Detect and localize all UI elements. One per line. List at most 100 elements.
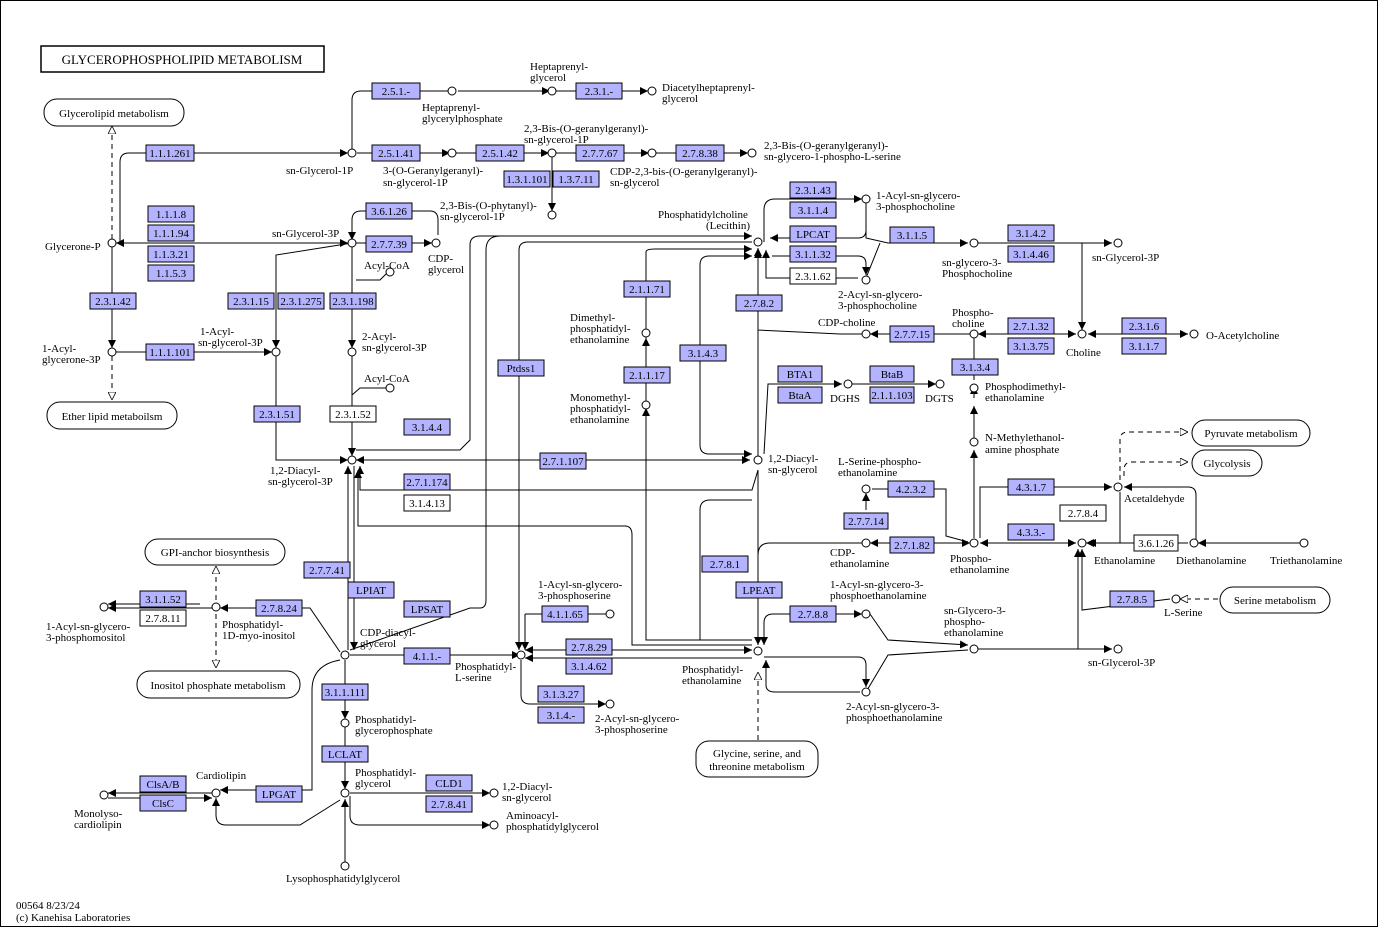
enzyme-box-1-1-1-101[interactable]: 1.1.1.101 (145, 343, 195, 361)
enzyme-box-3-1-1-7[interactable]: 3.1.1.7 (1121, 337, 1167, 355)
enzyme-box-4-1-1-65[interactable]: 4.1.1.65 (541, 605, 589, 623)
enzyme-box-lpgat[interactable]: LPGAT (255, 785, 303, 803)
enzyme-box-2-7-1-174[interactable]: 2.7.1.174 (403, 473, 451, 491)
svg-text:phospho-: phospho- (944, 616, 985, 628)
enzyme-box-2-7-7-15[interactable]: 2.7.7.15 (889, 325, 935, 343)
enzyme-box-1-1-5-3[interactable]: 1.1.5.3 (147, 264, 195, 282)
enzyme-box-3-1-4-3[interactable]: 3.1.4.3 (679, 344, 727, 362)
enzyme-box-3-1-1-4[interactable]: 3.1.1.4 (789, 201, 837, 219)
map-ether-lipid-metabolism[interactable]: Ether lipid metaboilsm (46, 401, 178, 430)
enzyme-box-ptdss1[interactable]: Ptdss1 (497, 359, 545, 377)
enzyme-box-btab[interactable]: BtaB (869, 365, 915, 383)
enzyme-box-2-3-1-275[interactable]: 2.3.1.275 (277, 292, 325, 310)
enzyme-box-btaa[interactable]: BtaA (777, 386, 823, 404)
map-glycerolipid-metabolism[interactable]: Glycerolipid metabolism (43, 98, 185, 127)
enzyme-box-2-7-8-38[interactable]: 2.7.8.38 (675, 144, 725, 162)
enzyme-box-4-2-3-2[interactable]: 4.2.3.2 (887, 480, 935, 498)
enzyme-box-lpiat[interactable]: LPIAT (347, 581, 395, 599)
enzyme-box-2-7-8-4[interactable]: 2.7.8.4 (1059, 504, 1107, 522)
enzyme-box-lclat[interactable]: LCLAT (321, 745, 369, 763)
enzyme-box-2-7-1-82[interactable]: 2.7.1.82 (889, 536, 935, 554)
enzyme-box-3-1-1-111[interactable]: 3.1.1.111 (321, 683, 369, 701)
enzyme-box-lpeat[interactable]: LPEAT (735, 581, 783, 599)
enzyme-box-2-1-1-17[interactable]: 2.1.1.17 (623, 366, 671, 384)
enzyme-box-clsa-b[interactable]: ClsA/B (139, 775, 187, 793)
enzyme-box-3-1-1-52[interactable]: 3.1.1.52 (139, 590, 187, 608)
enzyme-box-2-5-1-41[interactable]: 2.5.1.41 (371, 144, 421, 162)
enzyme-box-3-1-1-32[interactable]: 3.1.1.32 (789, 245, 837, 263)
enzyme-box-2-7-1-107[interactable]: 2.7.1.107 (539, 452, 587, 470)
enzyme-box-3-1-4-[interactable]: 3.1.4.- (537, 706, 585, 724)
enzyme-box-3-1-3-27[interactable]: 3.1.3.27 (537, 685, 585, 703)
enzyme-box-2-7-7-41[interactable]: 2.7.7.41 (303, 561, 351, 579)
enzyme-box-2-7-8-1[interactable]: 2.7.8.1 (701, 555, 749, 573)
enzyme-box-2-5-1-[interactable]: 2.5.1.- (371, 82, 421, 100)
enzyme-box-1-1-1-261[interactable]: 1.1.1.261 (145, 144, 195, 162)
svg-text:ethanolamine: ethanolamine (985, 392, 1044, 404)
enzyme-box-3-1-4-4[interactable]: 3.1.4.4 (403, 418, 451, 436)
enzyme-box-cld1[interactable]: CLD1 (425, 774, 473, 792)
enzyme-box-lpcat[interactable]: LPCAT (789, 225, 837, 243)
enzyme-box-2-7-8-2[interactable]: 2.7.8.2 (735, 294, 783, 312)
enzyme-box-2-1-1-71[interactable]: 2.1.1.71 (623, 280, 671, 298)
enzyme-box-4-3-3-[interactable]: 4.3.3.- (1007, 523, 1055, 541)
enzyme-box-1-1-3-21[interactable]: 1.1.3.21 (147, 245, 195, 263)
enzyme-box-bta1[interactable]: BTA1 (777, 365, 823, 383)
svg-text:1,2-Diacyl-: 1,2-Diacyl- (768, 453, 819, 465)
enzyme-box-2-3-1-51[interactable]: 2.3.1.51 (253, 405, 301, 423)
enzyme-box-2-7-7-14[interactable]: 2.7.7.14 (843, 512, 889, 530)
svg-text:Phosphatidyl-: Phosphatidyl- (355, 767, 416, 779)
enzyme-box-2-7-8-11[interactable]: 2.7.8.11 (139, 609, 187, 627)
enzyme-box-2-7-8-24[interactable]: 2.7.8.24 (255, 599, 303, 617)
enzyme-box-2-3-1-15[interactable]: 2.3.1.15 (227, 292, 275, 310)
enzyme-label: 3.1.4.- (547, 710, 576, 722)
enzyme-box-2-3-1-[interactable]: 2.3.1.- (575, 82, 623, 100)
enzyme-box-2-7-1-32[interactable]: 2.7.1.32 (1007, 317, 1055, 335)
enzyme-box-3-6-1-26[interactable]: 3.6.1.26 (1133, 534, 1179, 552)
map-inositol-phosphate-metabolism[interactable]: Inositol phosphate metabolism (136, 670, 301, 699)
enzyme-box-3-6-1-26[interactable]: 3.6.1.26 (365, 202, 413, 220)
enzyme-box-2-3-1-198[interactable]: 2.3.1.198 (329, 292, 377, 310)
enzyme-box-2-7-8-29[interactable]: 2.7.8.29 (565, 638, 613, 656)
enzyme-box-2-3-1-62[interactable]: 2.3.1.62 (789, 267, 837, 285)
enzyme-box-1-3-7-11[interactable]: 1.3.7.11 (552, 170, 600, 188)
enzyme-label: 3.1.1.111 (325, 687, 365, 699)
map-glycine-serine-threonine-metabolism[interactable]: Glycine, serine, and threonine metabolis… (695, 740, 819, 778)
enzyme-box-2-7-7-39[interactable]: 2.7.7.39 (365, 235, 413, 253)
enzyme-box-3-1-4-62[interactable]: 3.1.4.62 (565, 657, 613, 675)
enzyme-box-2-3-1-6[interactable]: 2.3.1.6 (1121, 317, 1167, 335)
compound-nodes (99, 86, 1309, 871)
enzyme-box-2-7-8-5[interactable]: 2.7.8.5 (1109, 590, 1155, 608)
enzyme-box-2-3-1-43[interactable]: 2.3.1.43 (789, 181, 837, 199)
enzyme-box-2-3-1-42[interactable]: 2.3.1.42 (89, 292, 137, 310)
enzyme-box-lpsat[interactable]: LPSAT (403, 600, 451, 618)
enzyme-label: 3.1.4.2 (1016, 228, 1046, 240)
enzyme-box-4-1-1-[interactable]: 4.1.1.- (403, 647, 451, 665)
enzyme-box-3-1-4-2[interactable]: 3.1.4.2 (1007, 224, 1055, 242)
enzyme-box-1-1-1-8[interactable]: 1.1.1.8 (147, 205, 195, 223)
svg-text:3-phosphocholine: 3-phosphocholine (876, 201, 955, 213)
enzyme-box-3-1-3-4[interactable]: 3.1.3.4 (951, 358, 999, 376)
enzyme-box-2-5-1-42[interactable]: 2.5.1.42 (475, 144, 525, 162)
svg-text:3-phosphoserine: 3-phosphoserine (538, 590, 611, 602)
svg-text:Phosphatidyl-: Phosphatidyl- (355, 714, 416, 726)
enzyme-box-3-1-3-75[interactable]: 3.1.3.75 (1007, 337, 1055, 355)
map-pyruvate-metabolism[interactable]: Pyruvate metabolism (1191, 419, 1311, 447)
enzyme-box-2-3-1-52[interactable]: 2.3.1.52 (329, 405, 377, 423)
enzyme-box-2-7-7-67[interactable]: 2.7.7.67 (575, 144, 625, 162)
enzyme-box-2-1-1-103[interactable]: 2.1.1.103 (869, 386, 915, 404)
map-gpi-anchor-biosynthesis[interactable]: GPI-anchor biosynthesis (144, 538, 286, 566)
enzyme-box-3-1-4-13[interactable]: 3.1.4.13 (403, 494, 451, 512)
svg-text:Glycolysis: Glycolysis (1203, 458, 1250, 470)
svg-text:sn-Glycerol-3P: sn-Glycerol-3P (1092, 252, 1159, 264)
enzyme-box-1-1-1-94[interactable]: 1.1.1.94 (147, 224, 195, 242)
enzyme-box-clsc[interactable]: ClsC (139, 794, 187, 812)
enzyme-box-3-1-4-46[interactable]: 3.1.4.46 (1007, 245, 1055, 263)
map-serine-metabolism[interactable]: Serine metabolism (1219, 586, 1331, 614)
map-glycolysis[interactable]: Glycolysis (1191, 449, 1263, 477)
enzyme-box-2-7-8-8[interactable]: 2.7.8.8 (789, 605, 837, 623)
enzyme-box-3-1-1-5[interactable]: 3.1.1.5 (889, 226, 935, 244)
enzyme-box-1-3-1-101[interactable]: 1.3.1.101 (503, 170, 551, 188)
enzyme-box-4-3-1-7[interactable]: 4.3.1.7 (1007, 478, 1055, 496)
enzyme-box-2-7-8-41[interactable]: 2.7.8.41 (425, 795, 473, 813)
